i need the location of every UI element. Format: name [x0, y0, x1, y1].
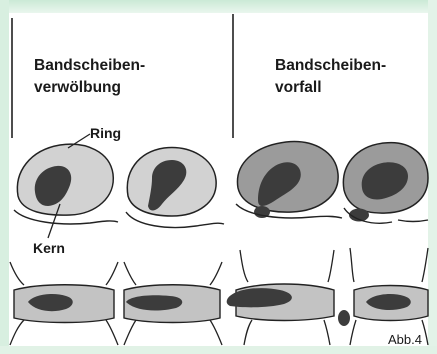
extruded-fragment: [338, 310, 350, 326]
heading-prolapse-line2: vorfall: [275, 79, 322, 96]
figure-number: Abb.4: [388, 332, 422, 347]
heading-prolapse-line1: Bandscheiben-: [275, 57, 386, 74]
label-ring: Ring: [90, 125, 121, 141]
heading-bulge-line1: Bandscheiben-: [34, 57, 145, 74]
heading-bulge-line2: verwölbung: [34, 79, 121, 96]
label-kern: Kern: [33, 240, 65, 256]
